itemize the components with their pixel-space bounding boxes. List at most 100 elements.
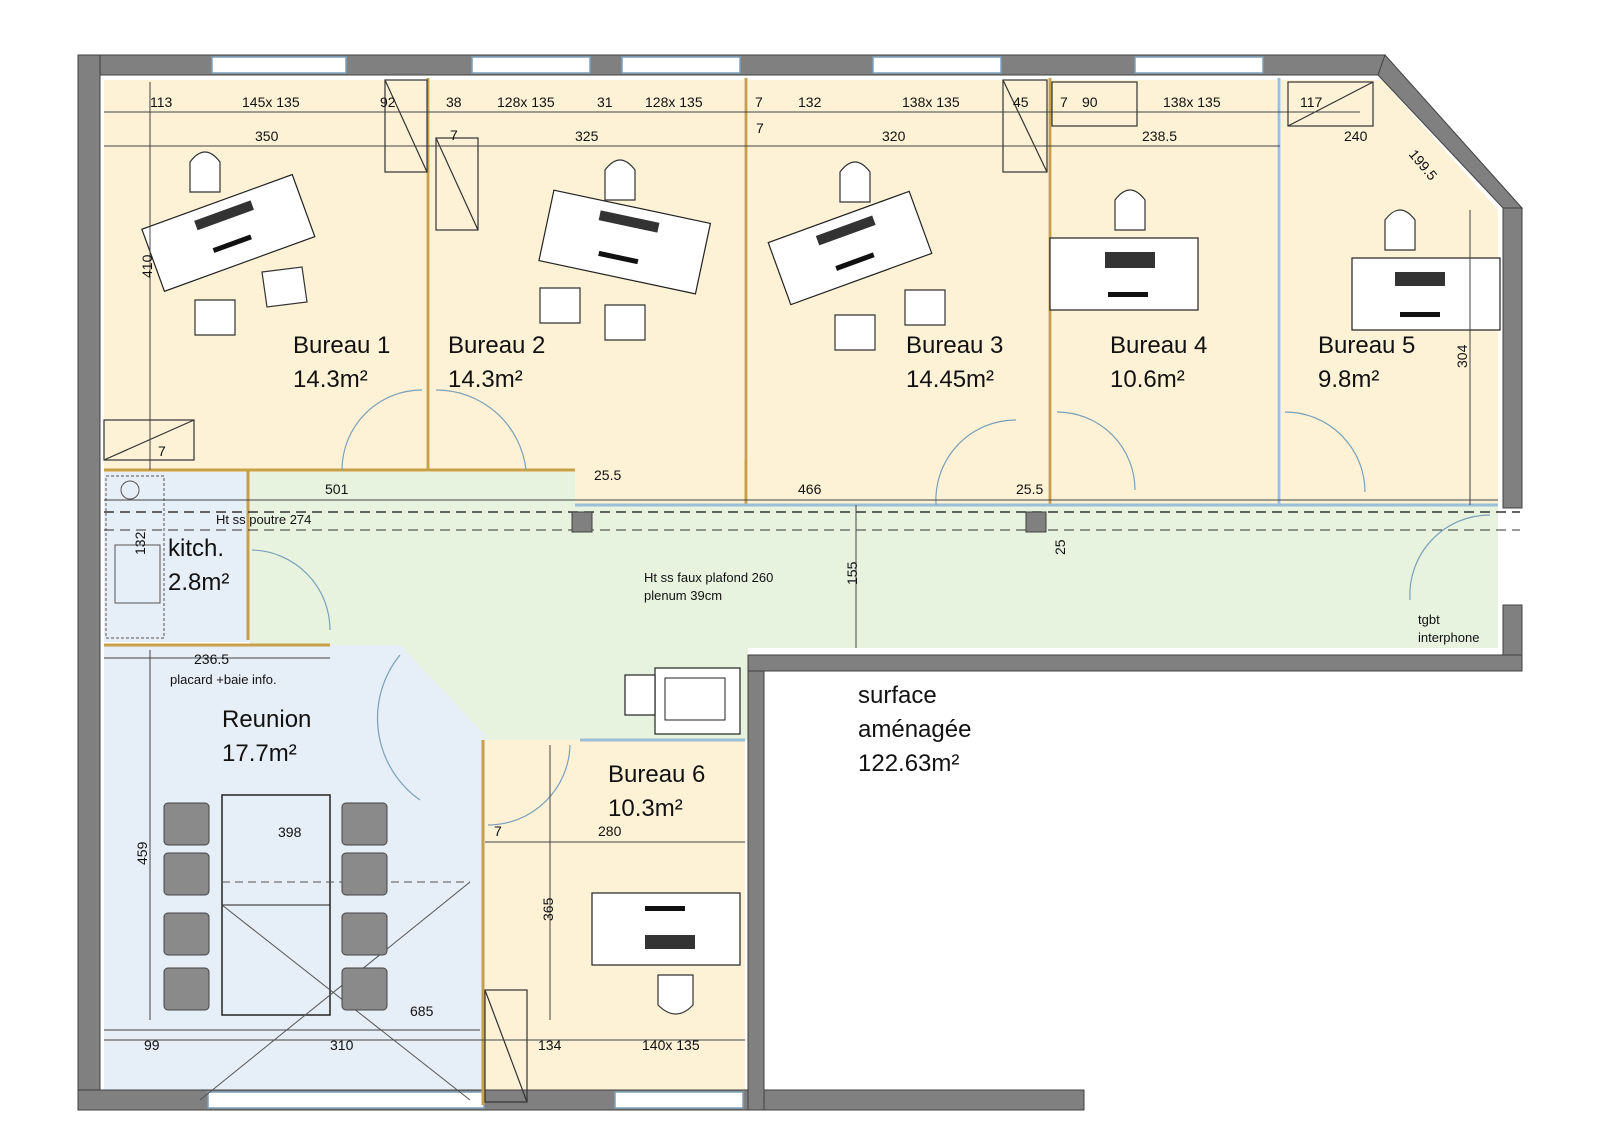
dim-label: 138x 135 [1163, 94, 1221, 110]
dim-label: 350 [255, 128, 279, 144]
chair [657, 974, 694, 1015]
dim-label: 134 [538, 1037, 562, 1053]
dim-label: 45 [1013, 94, 1029, 110]
dim-label: 128x 135 [645, 94, 703, 110]
wall-inner-vertical [747, 654, 765, 1111]
chair [1114, 189, 1146, 231]
dim-label: 90 [1082, 94, 1098, 110]
sink [114, 544, 161, 604]
keyboard [598, 210, 660, 233]
keyboard [645, 935, 695, 949]
dim-label: 7 [494, 823, 502, 839]
chair [1384, 209, 1416, 251]
dim-label: 132 [132, 531, 148, 555]
surface-label-line-1: surface [858, 682, 937, 709]
dim-label: 38 [446, 94, 462, 110]
bureau-1-furniture [141, 151, 316, 336]
window [1134, 56, 1264, 74]
meeting-table [163, 794, 471, 1101]
dim-label: 92 [380, 94, 396, 110]
note-poutre: Ht ss poutre 274 [216, 512, 311, 527]
monitor [212, 234, 252, 253]
dim-label: 25.5 [594, 467, 621, 483]
dim-label: 236.5 [194, 651, 229, 667]
meeting-chair [341, 967, 388, 1011]
room-area-bureau-5: 9.8m² [1318, 366, 1379, 393]
closet [1051, 81, 1138, 127]
dim-label: 117 [1300, 94, 1323, 110]
room-area-bureau-4: 10.6m² [1110, 366, 1185, 393]
room-area-bureau-6: 10.3m² [608, 795, 683, 822]
dim-label: 325 [575, 128, 599, 144]
door-swing [341, 389, 423, 471]
dim-label: 501 [325, 481, 349, 497]
bureau-3-furniture [767, 161, 946, 351]
keyboard [194, 200, 254, 231]
wall-bottom-right [763, 1089, 1085, 1111]
dim-label: 466 [798, 481, 822, 497]
room-name-bureau-3: Bureau 3 [906, 332, 1003, 359]
dim-label: 304 [1454, 344, 1470, 368]
window [872, 56, 1002, 74]
dim-label: 113 [150, 94, 173, 110]
dim-label: 31 [597, 94, 613, 110]
desk [538, 189, 712, 295]
dim-label: 7 [755, 94, 763, 110]
bureau-4-furniture [1049, 189, 1199, 311]
door-swing [251, 549, 331, 631]
note-plenum: plenum 39cm [644, 588, 722, 603]
room-name-bureau-6: Bureau 6 [608, 761, 705, 788]
table-diagonal [199, 881, 471, 1101]
monitor [598, 250, 639, 265]
windows [207, 56, 1264, 1109]
note-interphone: interphone [1418, 630, 1479, 645]
corridor-floor [250, 472, 1498, 740]
room-area-reunion: 17.7m² [222, 740, 297, 767]
keyboard [1105, 252, 1155, 268]
chair [834, 314, 876, 351]
meeting-chair [163, 852, 210, 896]
desk [591, 892, 741, 966]
kitchen-fixtures [105, 475, 165, 639]
dim-label: 7 [450, 127, 458, 143]
dim-label: 240 [1344, 128, 1368, 144]
desk [1049, 237, 1199, 311]
room-name-bureau-2: Bureau 2 [448, 332, 545, 359]
door-swing [1284, 411, 1366, 493]
notes: Ht ss poutre 274 Ht ss faux plafond 260 … [170, 512, 1479, 687]
surface-label-line-3: 122.63m² [858, 750, 959, 777]
desk [767, 190, 933, 306]
wall-inner-horizontal [747, 654, 1523, 672]
closet [1002, 79, 1048, 173]
dim-label: 25 [1052, 539, 1068, 555]
closet [1287, 81, 1374, 127]
dim-label: 398 [278, 824, 302, 840]
dim-label: 99 [144, 1037, 160, 1053]
closet-diagonal [435, 137, 479, 231]
meeting-chair [163, 967, 210, 1011]
room-name-bureau-5: Bureau 5 [1318, 332, 1415, 359]
closet [384, 79, 428, 173]
closet-diagonal [103, 419, 195, 461]
bureau-5-furniture [1351, 209, 1501, 331]
dim-label: 132 [798, 94, 822, 110]
dim-label: 140x 135 [642, 1037, 700, 1053]
dim-label: 7 [158, 443, 166, 459]
doors [251, 389, 1491, 826]
meeting-chair [163, 802, 210, 846]
closet-diagonal [1287, 81, 1374, 127]
meeting-chair [341, 852, 388, 896]
dim-label: 280 [598, 823, 622, 839]
meeting-chair [341, 802, 388, 846]
monitor [645, 906, 685, 911]
room-name-bureau-4: Bureau 4 [1110, 332, 1207, 359]
door-swing [487, 744, 571, 826]
door-swing [935, 419, 1017, 506]
chair [839, 161, 871, 203]
desk [141, 173, 316, 293]
desk [1351, 257, 1501, 331]
room-area-bureau-1: 14.3m² [293, 366, 368, 393]
closet [484, 989, 528, 1103]
door-swing [1056, 411, 1136, 491]
